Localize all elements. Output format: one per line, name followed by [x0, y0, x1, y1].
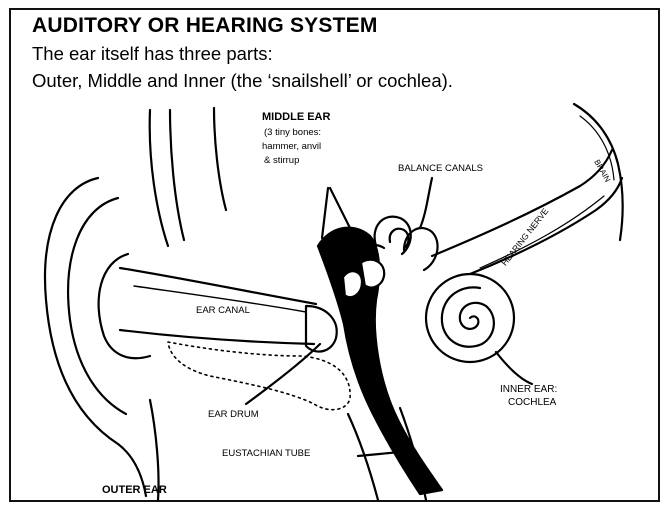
inner-ear-label-2: COCHLEA	[508, 397, 556, 409]
cochlea-pointer	[496, 352, 532, 384]
balance-pointer	[420, 178, 432, 228]
head-side-line-2	[170, 110, 184, 240]
balance-canal-3	[404, 228, 438, 270]
middle-ear-note-3: & stirrup	[264, 156, 299, 167]
hammer-bone	[344, 271, 362, 297]
middle-ear-pointer-1	[322, 188, 328, 238]
ear-drum-label: EAR DRUM	[208, 410, 259, 421]
middle-ear-note-1: (3 tiny bones:	[264, 128, 321, 139]
ear-drum-pointer	[246, 344, 320, 404]
hearing-nerve-bottom	[470, 178, 622, 274]
ear-canal-bottom-wall	[120, 330, 314, 344]
neck-line	[348, 414, 378, 500]
balance-canals-label: BALANCE CANALS	[398, 164, 483, 175]
eustachian-tube-label: EUSTACHIAN TUBE	[222, 449, 310, 460]
inner-ear-label-1: INNER EAR:	[500, 384, 557, 396]
middle-ear-note-2: hammer, anvil	[262, 142, 321, 153]
middle-ear-pointer-2	[330, 188, 352, 232]
middle-ear-title: MIDDLE EAR	[262, 111, 330, 124]
head-side-line-3	[214, 108, 226, 210]
head-side-line-1	[150, 110, 168, 246]
pinna-outline	[45, 178, 146, 496]
cochlea-spiral	[442, 287, 494, 346]
ear-canal-label: EAR CANAL	[196, 306, 250, 317]
outer-ear-label: OUTER EAR	[102, 484, 167, 497]
pinna-inner-fold	[68, 198, 126, 414]
